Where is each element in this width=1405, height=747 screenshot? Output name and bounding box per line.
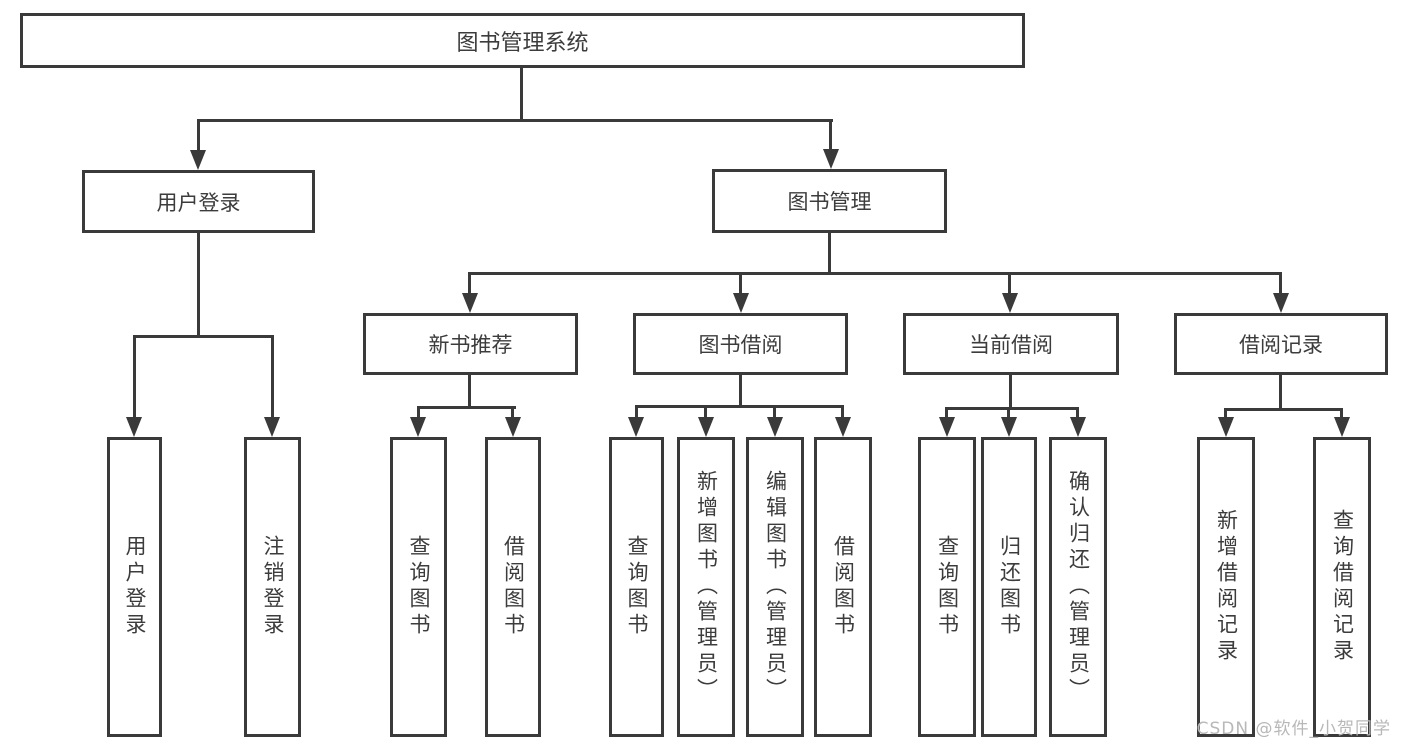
connector-line [468, 375, 471, 406]
leaf-borrow-query-books: 查询图书 [609, 437, 664, 737]
arrow-down-icon [698, 417, 714, 437]
connector-line [417, 406, 420, 417]
connector-line [133, 335, 136, 417]
connector-line [945, 407, 948, 417]
node-borrow-records: 借阅记录 [1174, 313, 1388, 375]
leaf-label: 编辑图书（管理员） [763, 470, 788, 704]
leaf-current-query-books: 查询图书 [918, 437, 976, 737]
leaf-label: 查询借阅记录 [1330, 509, 1355, 665]
leaf-label: 新增图书（管理员） [694, 470, 719, 704]
connector-line [773, 405, 776, 417]
connector-line [133, 335, 273, 338]
leaf-label: 确认归还（管理员） [1066, 470, 1091, 704]
leaf-user-login: 用户登录 [107, 437, 162, 737]
node-current-borrow: 当前借阅 [903, 313, 1119, 375]
arrow-down-icon [1002, 293, 1018, 313]
arrow-down-icon [264, 417, 280, 437]
arrow-down-icon [1001, 417, 1017, 437]
node-user-login: 用户登录 [82, 170, 315, 233]
node-label: 新书推荐 [428, 333, 513, 357]
connector-line [1009, 375, 1012, 407]
arrow-down-icon [410, 417, 426, 437]
leaf-label: 用户登录 [123, 535, 148, 639]
arrow-down-icon [733, 293, 749, 313]
leaf-current-confirm-return-admin: 确认归还（管理员） [1049, 437, 1107, 737]
connector-line [197, 119, 833, 122]
connector-line [469, 272, 1282, 275]
connector-line [739, 272, 742, 293]
node-book-management: 图书管理 [712, 169, 947, 233]
leaf-logout: 注销登录 [244, 437, 301, 737]
connector-line [739, 375, 742, 405]
arrow-down-icon [1070, 417, 1086, 437]
node-label: 图书管理 [787, 190, 872, 214]
connector-line [1279, 375, 1282, 408]
arrow-down-icon [767, 417, 783, 437]
connector-line [520, 68, 523, 119]
connector-line [417, 406, 516, 409]
connector-line [1008, 272, 1011, 293]
leaf-recommend-query-books: 查询图书 [390, 437, 447, 737]
node-label: 借阅记录 [1239, 333, 1323, 357]
leaf-label: 借阅图书 [831, 535, 856, 639]
node-label: 图书借阅 [698, 333, 783, 357]
arrow-down-icon [835, 417, 851, 437]
arrow-down-icon [505, 417, 521, 437]
leaf-label: 新增借阅记录 [1214, 509, 1239, 665]
node-label: 图书管理系统 [456, 30, 589, 56]
node-label: 当前借阅 [969, 333, 1053, 357]
leaf-records-query-record: 查询借阅记录 [1313, 437, 1371, 737]
node-new-book-recommend: 新书推荐 [363, 313, 578, 375]
leaf-borrow-add-books-admin: 新增图书（管理员） [677, 437, 735, 737]
node-label: 用户登录 [156, 190, 241, 215]
connector-line [1224, 408, 1227, 417]
arrow-down-icon [628, 417, 644, 437]
leaf-recommend-borrow-books: 借阅图书 [485, 437, 541, 737]
connector-line [635, 405, 844, 408]
connector-line [945, 407, 1078, 410]
leaf-label: 查询图书 [935, 535, 960, 639]
connector-line [468, 272, 471, 293]
arrow-down-icon [462, 293, 478, 313]
leaf-current-return-books: 归还图书 [981, 437, 1037, 737]
leaf-label: 归还图书 [997, 535, 1022, 639]
arrow-down-icon [190, 150, 206, 170]
connector-line [1279, 272, 1282, 293]
connector-line [511, 406, 514, 417]
leaf-label: 借阅图书 [501, 535, 526, 639]
arrow-down-icon [939, 417, 955, 437]
leaf-borrow-borrow-books: 借阅图书 [814, 437, 872, 737]
connector-line [841, 405, 844, 417]
connector-line [828, 233, 831, 272]
connector-line [1224, 408, 1342, 411]
arrow-down-icon [823, 149, 839, 169]
leaf-label: 注销登录 [261, 535, 286, 639]
arrow-down-icon [126, 417, 142, 437]
node-book-borrow: 图书借阅 [633, 313, 848, 375]
connector-line [271, 335, 274, 417]
connector-line [1076, 407, 1079, 417]
connector-line [1007, 407, 1010, 417]
connector-line [635, 405, 638, 417]
arrow-down-icon [1334, 417, 1350, 437]
leaf-label: 查询图书 [625, 535, 650, 639]
connector-line [704, 405, 707, 417]
connector-line [829, 119, 832, 149]
csdn-watermark: CSDN @软件_小贺同学 [1196, 719, 1391, 739]
connector-line [1340, 408, 1343, 417]
leaf-label: 查询图书 [407, 535, 432, 639]
arrow-down-icon [1273, 293, 1289, 313]
connector-line [197, 233, 200, 335]
arrow-down-icon [1218, 417, 1234, 437]
leaf-borrow-edit-books-admin: 编辑图书（管理员） [746, 437, 804, 737]
connector-line [197, 119, 200, 150]
node-library-management-system: 图书管理系统 [20, 13, 1025, 68]
leaf-records-add-record: 新增借阅记录 [1197, 437, 1255, 737]
